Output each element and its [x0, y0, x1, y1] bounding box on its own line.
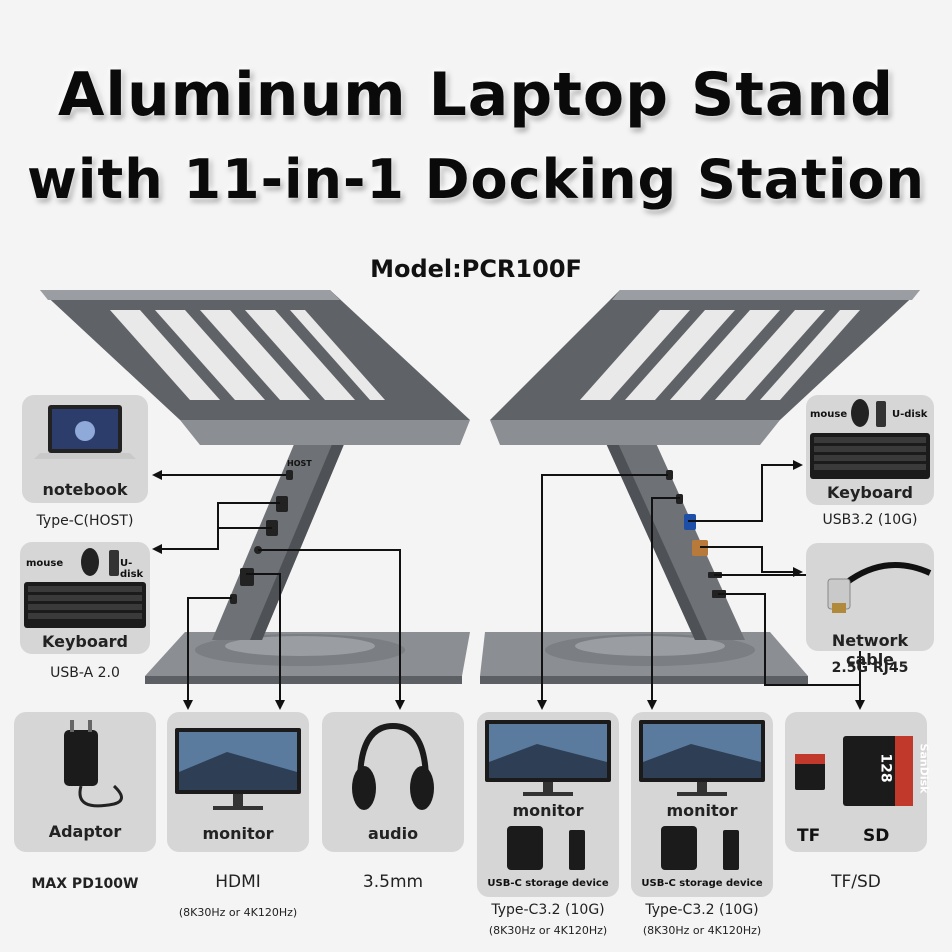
sd-capacity: 128: [877, 753, 894, 783]
headphones-icon: [352, 722, 434, 810]
notebook-caption: Type-C(HOST): [36, 513, 134, 529]
mouse-icon: [851, 399, 869, 427]
audio-caption: 3.5mm: [362, 872, 424, 892]
storage-label-2: USB-C storage device: [641, 878, 763, 889]
right-keyboard-card: mouse U-disk Keyboard: [806, 395, 934, 505]
tf-card-icon: [795, 754, 825, 790]
storage-drive-icon: [661, 826, 697, 870]
typec-monitor-label-2: monitor: [666, 801, 738, 820]
mouse-label: mouse: [26, 558, 64, 569]
right-keyboard-caption: USB3.2 (10G): [822, 512, 918, 528]
udisk-icon: [876, 401, 886, 427]
title-line-1: Aluminum Laptop Stand: [57, 60, 895, 130]
mouse-icon: [81, 548, 99, 576]
monitor-icon: [485, 720, 611, 796]
typec-monitor-card-2: monitor USB-C storage device: [631, 712, 773, 897]
mouse-label: mouse: [810, 409, 848, 420]
hdmi-sub: (8K30Hz or 4K120Hz): [178, 906, 298, 919]
sd-card-icon: [843, 736, 913, 806]
network-card: Network cable: [806, 543, 934, 669]
hdmi-monitor-label: monitor: [202, 824, 274, 843]
notebook-label: notebook: [42, 480, 128, 499]
left-keyboard-caption: USB-A 2.0: [50, 665, 120, 681]
monitor-icon: [175, 728, 301, 810]
model-number: Model:PCR100F: [370, 255, 582, 283]
sd-label: SD: [863, 826, 890, 846]
network-label: Network cable: [831, 631, 909, 669]
monitor-icon: [639, 720, 765, 796]
laptop-icon: [34, 405, 136, 459]
power-adaptor-icon: [64, 720, 123, 808]
storage-drive-icon: [507, 826, 543, 870]
audio-card: audio: [322, 712, 464, 852]
udisk-label: U-disk: [120, 558, 144, 580]
left-keyboard-card: mouse U-disk Keyboard: [20, 542, 150, 654]
ethernet-cable-icon: [827, 562, 932, 613]
right-keyboard-label: Keyboard: [827, 483, 913, 502]
tf-sd-card: SanDisk 128 TF SD: [785, 712, 931, 852]
audio-label: audio: [367, 824, 419, 843]
typec-monitor-label-1: monitor: [512, 801, 584, 820]
typec-sub-1: (8K30Hz or 4K120Hz): [488, 924, 608, 937]
usb-stick-icon: [723, 830, 739, 870]
left-keyboard-label: Keyboard: [42, 632, 128, 651]
typec-caption-2: Type-C3.2 (10G): [645, 902, 759, 918]
usb-stick-icon: [569, 830, 585, 870]
hdmi-monitor-card: monitor: [167, 712, 309, 852]
adaptor-caption: MAX PD100W: [31, 876, 139, 892]
udisk-label: U-disk: [892, 409, 928, 420]
host-port-label: HOST: [287, 459, 312, 468]
storage-label-1: USB-C storage device: [487, 878, 609, 889]
notebook-card: notebook: [22, 395, 148, 503]
typec-caption-1: Type-C3.2 (10G): [491, 902, 605, 918]
typec-sub-2: (8K30Hz or 4K120Hz): [642, 924, 762, 937]
tf-label: TF: [797, 826, 821, 846]
tf-sd-caption: TF/SD: [831, 872, 881, 892]
sd-brand: SanDisk: [917, 743, 931, 794]
adaptor-label: Adaptor: [48, 822, 122, 841]
network-caption: 2.5G RJ45: [831, 660, 909, 676]
title-line-2: with 11-in-1 Docking Station: [26, 148, 925, 211]
adaptor-card: Adaptor: [14, 712, 156, 852]
hdmi-caption: HDMI: [215, 872, 261, 892]
udisk-icon: [109, 550, 119, 576]
typec-monitor-card-1: monitor USB-C storage device: [477, 712, 619, 897]
